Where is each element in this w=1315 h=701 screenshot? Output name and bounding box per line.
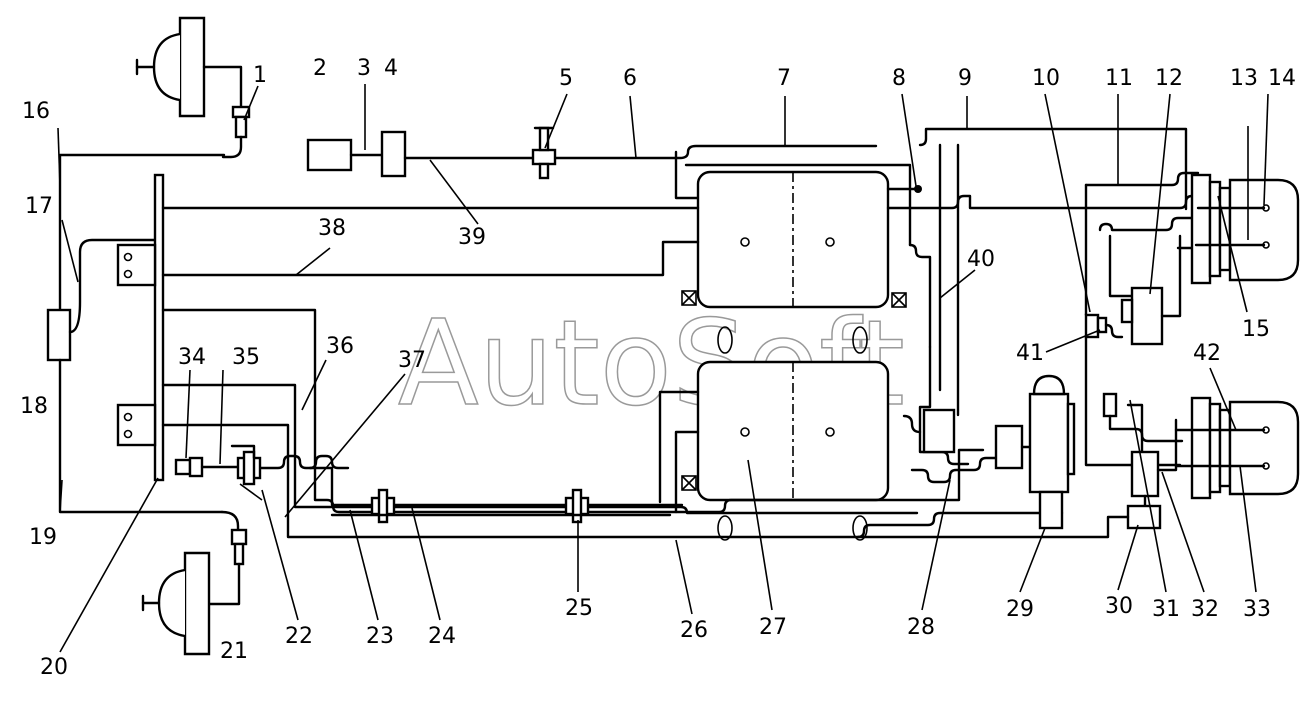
label-34: 34 — [178, 345, 206, 370]
label-11: 11 — [1105, 66, 1133, 91]
label-40: 40 — [967, 247, 995, 272]
label-12: 12 — [1155, 66, 1183, 91]
trailer-valve-assembly — [174, 444, 263, 501]
leader-lines — [57, 84, 1269, 653]
rear-left-brake-chamber — [141, 510, 248, 656]
label-39: 39 — [458, 225, 486, 250]
label-16: 16 — [22, 99, 50, 124]
right-center-lines — [902, 143, 1006, 484]
label-35: 35 — [232, 345, 260, 370]
label-23: 23 — [366, 624, 394, 649]
right-front-brake-chamber — [1190, 126, 1300, 285]
label-15: 15 — [1242, 317, 1270, 342]
label-14: 14 — [1268, 66, 1296, 91]
label-37: 37 — [398, 348, 426, 373]
label-7: 7 — [777, 66, 791, 91]
label-32: 32 — [1191, 597, 1219, 622]
label-31: 31 — [1152, 597, 1180, 622]
label-26: 26 — [680, 618, 708, 643]
label-29: 29 — [1006, 597, 1034, 622]
frame-rail — [116, 173, 165, 482]
label-41: 41 — [1016, 341, 1044, 366]
right-side-control-lines — [856, 171, 1200, 539]
label-27: 27 — [759, 615, 787, 640]
relay-valve-29 — [994, 374, 1076, 530]
label-21: 21 — [220, 639, 248, 664]
label-5: 5 — [559, 66, 573, 91]
lower-pipe-couplings — [256, 454, 684, 524]
label-1: 1 — [253, 63, 267, 88]
part-number-labels: 1 2 3 4 5 6 7 8 9 10 11 12 13 14 15 16 1… — [20, 56, 1296, 680]
label-9: 9 — [958, 66, 972, 91]
label-33: 33 — [1243, 597, 1271, 622]
label-17: 17 — [25, 194, 53, 219]
label-28: 28 — [907, 615, 935, 640]
label-42: 42 — [1193, 341, 1221, 366]
label-24: 24 — [428, 624, 456, 649]
label-13: 13 — [1230, 66, 1258, 91]
label-6: 6 — [623, 66, 637, 91]
label-3: 3 — [357, 56, 371, 81]
front-left-brake-chamber — [135, 16, 251, 159]
label-22: 22 — [285, 624, 313, 649]
upper-air-tank — [681, 127, 1188, 354]
right-rear-brake-chamber — [1174, 396, 1300, 500]
label-19: 19 — [29, 525, 57, 550]
label-20: 20 — [40, 655, 68, 680]
label-8: 8 — [892, 66, 906, 91]
label-25: 25 — [565, 596, 593, 621]
compressor-line — [306, 126, 878, 200]
label-18: 18 — [20, 394, 48, 419]
label-2: 2 — [313, 56, 327, 81]
label-38: 38 — [318, 216, 346, 241]
label-30: 30 — [1105, 594, 1133, 619]
label-10: 10 — [1032, 66, 1060, 91]
label-4: 4 — [384, 56, 398, 81]
label-36: 36 — [326, 334, 354, 359]
